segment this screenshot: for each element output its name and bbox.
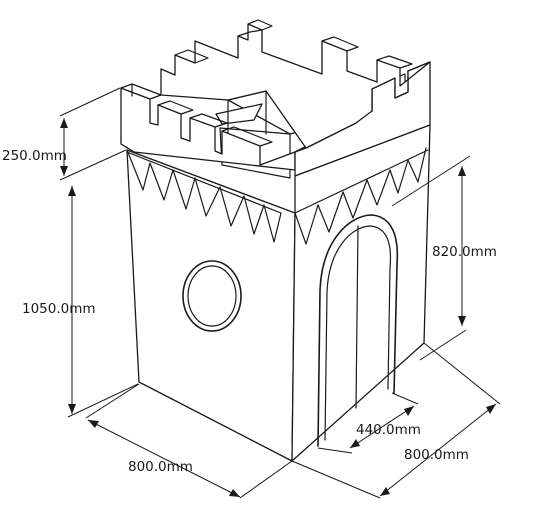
dimension-label-800-side: 800.0mm (404, 447, 469, 463)
dimension-side-depth: 800.0mm (291, 342, 501, 499)
dimension-label-800-front: 800.0mm (128, 459, 193, 475)
dimension-label-440: 440.0mm (356, 422, 421, 438)
dimension-wall-height: 1050.0mm (22, 186, 139, 418)
dimension-label-250: 250.0mm (2, 148, 67, 164)
round-window (182, 260, 242, 332)
dimension-battlement-height: 250.0mm (2, 87, 127, 181)
tower-side-wall (291, 124, 431, 462)
dimension-door-width: 440.0mm (317, 392, 421, 454)
dimension-door-height: 820.0mm (391, 155, 497, 361)
arched-door (317, 214, 399, 447)
dimension-label-820: 820.0mm (432, 244, 497, 260)
dimension-label-1050: 1050.0mm (22, 301, 96, 317)
dimension-front-width: 800.0mm (85, 383, 293, 499)
tower-front-wall (126, 149, 296, 462)
battlement-back-wall (160, 19, 431, 149)
